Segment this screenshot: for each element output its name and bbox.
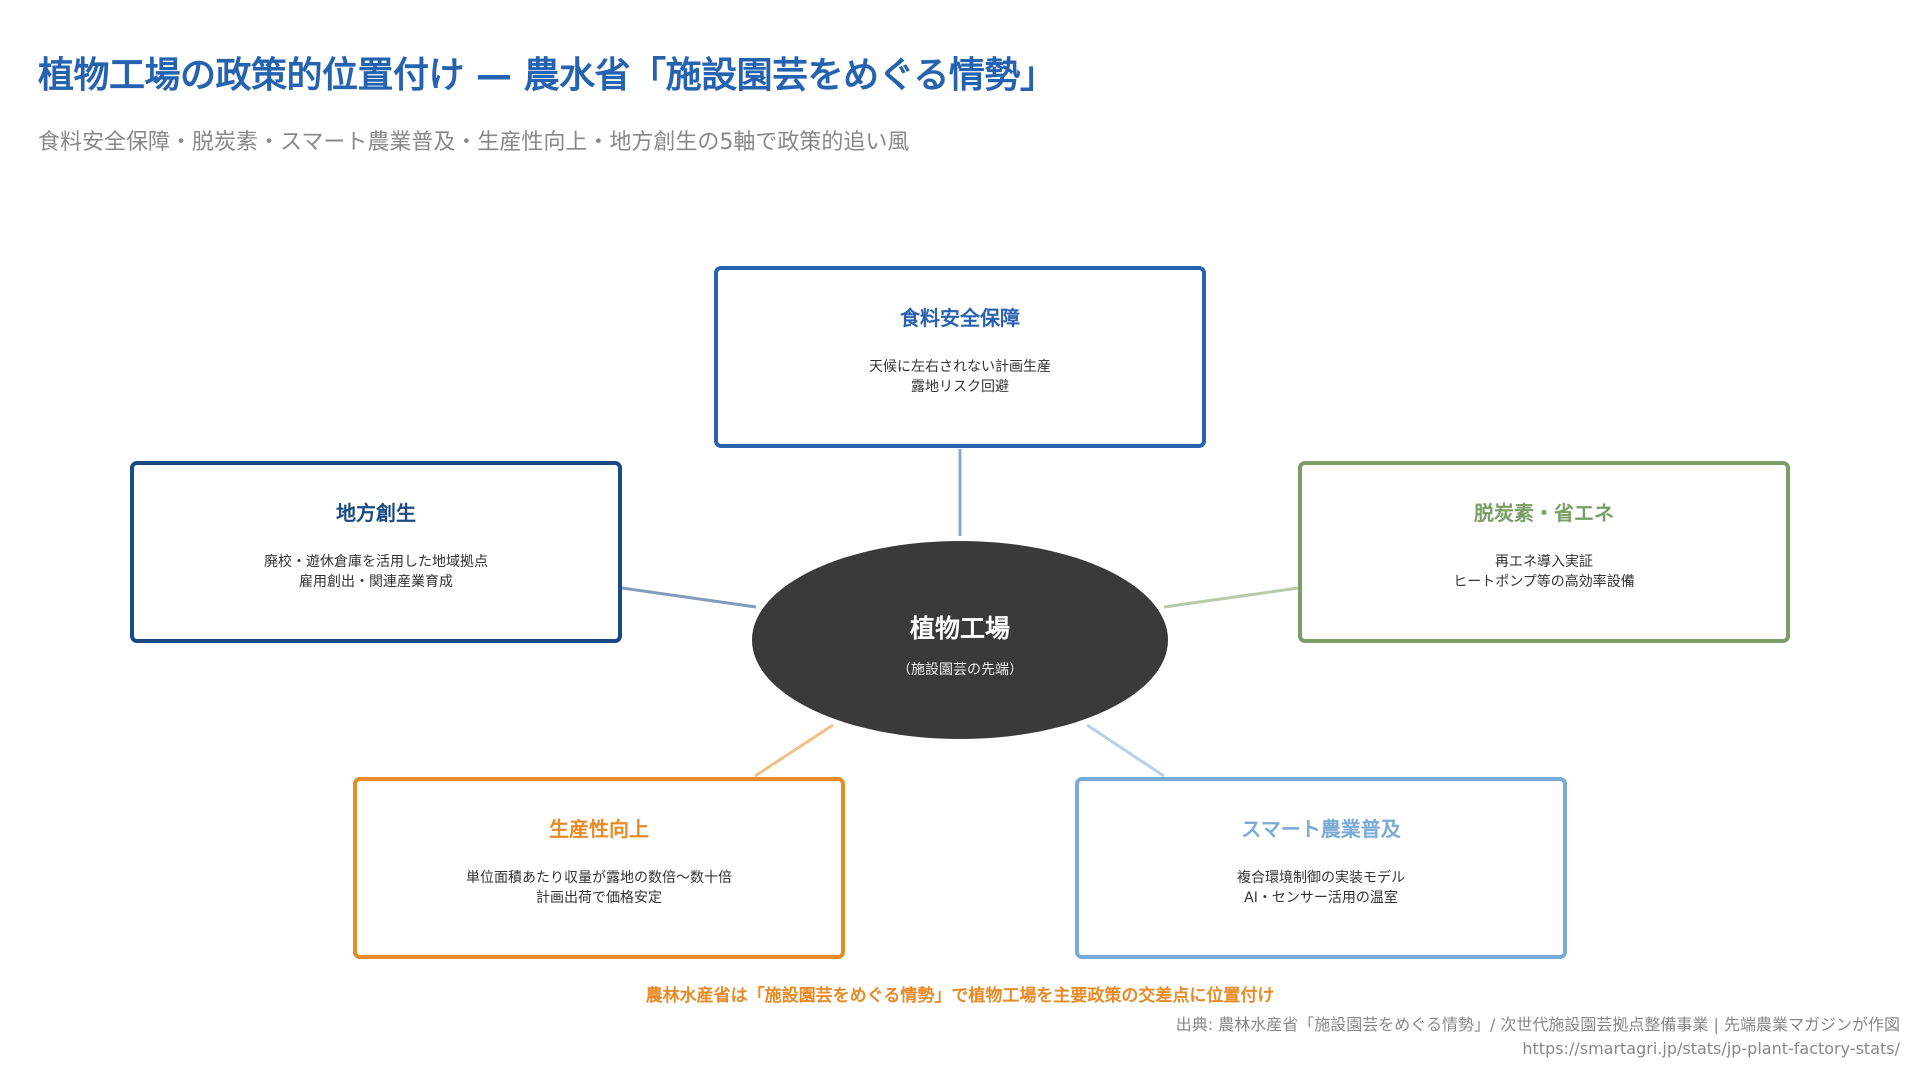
source-text: 出典: 農林水産省「施設園芸をめぐる情勢」/ 次世代施設園芸拠点整備事業 | 先…	[1175, 1015, 1900, 1034]
node-productivity: 生産性向上 単位面積あたり収量が露地の数倍〜数十倍計画出荷で価格安定	[353, 777, 845, 959]
page-subtitle: 食料安全保障・脱炭素・スマート農業普及・生産性向上・地方創生の5軸で政策的追い風	[38, 130, 910, 155]
link-regional	[621, 586, 757, 609]
node-desc: 再エネ導入実証	[1495, 554, 1593, 570]
center-title: 植物工場	[909, 614, 1010, 643]
source-block: 出典: 農林水産省「施設園芸をめぐる情勢」/ 次世代施設園芸拠点整備事業 | 先…	[1176, 1013, 1900, 1061]
node-regional: 地方創生 廃校・遊休倉庫を活用した地域拠点雇用創出・関連産業育成	[130, 461, 622, 643]
center-node: 植物工場 （施設園芸の先端）	[752, 541, 1168, 739]
node-smart-agri: スマート農業普及 複合環境制御の実装モデル AI・センサー活用の温室	[1075, 777, 1567, 959]
node-title: 生産性向上	[549, 817, 649, 841]
node-desc: 廃校・遊休倉庫を活用した地域拠点	[264, 554, 488, 570]
node-desc: 天候に左右されない計画生産	[869, 359, 1051, 375]
node-desc: 単位面積あたり収量が露地の数倍〜数十倍	[466, 870, 732, 886]
center-subtitle: （施設園芸の先端）	[897, 662, 1023, 678]
link-productivity	[754, 723, 834, 778]
node-desc: 計画出荷で価格安定	[536, 890, 662, 906]
node-title: 食料安全保障	[900, 306, 1020, 330]
link-smart	[1086, 723, 1165, 778]
node-desc: ヒートポンプ等の高効率設備	[1453, 574, 1635, 590]
source-url: https://smartagri.jp/stats/jp-plant-fact…	[1522, 1039, 1900, 1058]
page-title: 植物工場の政策的位置付け — 農水省「施設園芸をめぐる情勢」	[38, 55, 1056, 96]
node-desc: AI・センサー活用の温室	[1244, 890, 1398, 906]
node-food-security: 食料安全保障 天候に左右されない計画生産露地リスク回避	[714, 266, 1206, 448]
node-decarbon: 脱炭素・省エネ 再エネ導入実証ヒートポンプ等の高効率設備	[1298, 461, 1790, 643]
node-desc: 露地リスク回避	[911, 379, 1009, 395]
node-desc: 雇用創出・関連産業育成	[299, 574, 453, 590]
link-decarbon	[1163, 586, 1299, 609]
node-title: 地方創生	[336, 501, 416, 525]
node-title: 脱炭素・省エネ	[1474, 501, 1614, 525]
node-desc: 複合環境制御の実装モデル	[1237, 870, 1405, 886]
node-title: スマート農業普及	[1241, 817, 1401, 841]
summary-note: 農林水産省は「施設園芸をめぐる情勢」で植物工場を主要政策の交差点に位置付け	[645, 986, 1275, 1006]
